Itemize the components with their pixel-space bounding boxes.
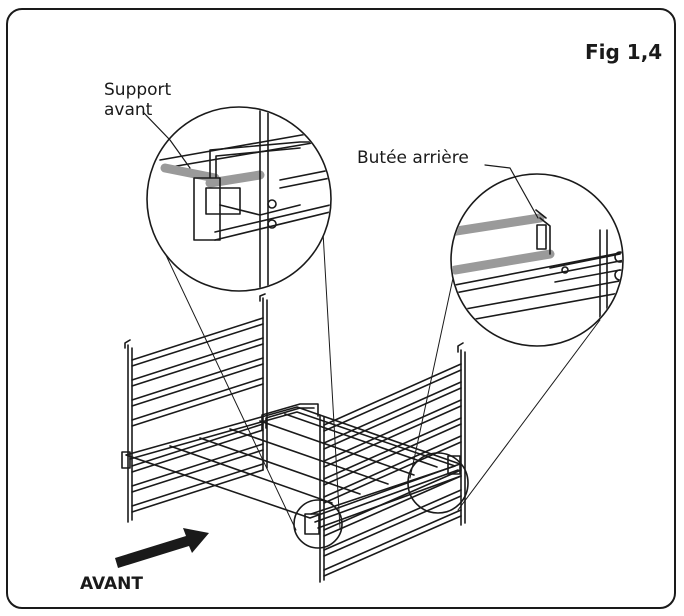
rear-stop-zoom [450,173,624,347]
front-label: AVANT [80,574,143,594]
rear-stop-circle [407,452,469,514]
support-label-line2: avant [104,100,153,121]
support-avant-label: Support avant [104,80,171,121]
wire-shelf [121,403,462,535]
butee-leader-line [484,164,539,219]
figure-label: Fig 1,4 [585,40,663,64]
support-label-line1: Support [104,80,172,100]
front-support-circle [293,499,343,549]
right-side-runner [319,342,466,583]
support-leader-line [142,111,191,169]
left-side-runner [124,293,268,523]
figure-frame [6,8,676,609]
front-support-zoom [146,106,332,292]
butee-arriere-label: Butée arrière [357,148,469,168]
front-arrow-icon [115,528,209,568]
zoom-leader-lines [154,179,601,531]
